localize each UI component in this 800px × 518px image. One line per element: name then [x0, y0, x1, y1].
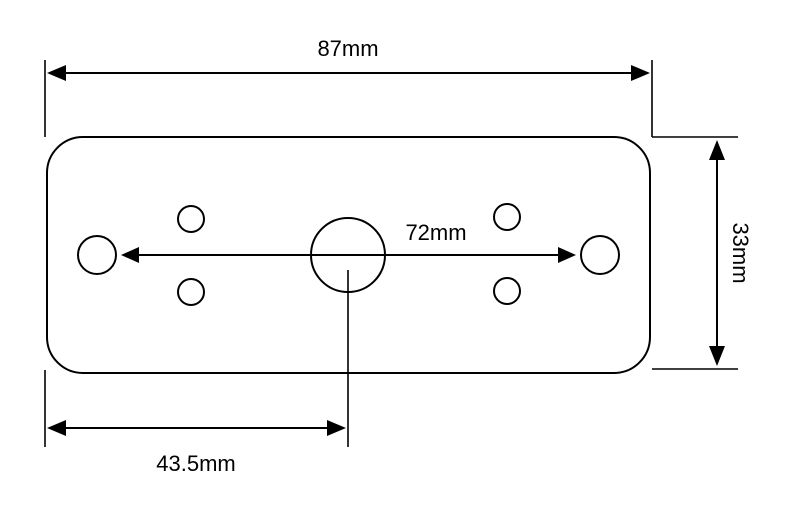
overall-width-label: 87mm [317, 36, 378, 61]
small-hole-top-right [493, 203, 521, 231]
center-offset-right-arrow [327, 420, 346, 436]
height-bottom-arrow [709, 346, 725, 366]
hole-spacing-left-arrow [121, 247, 139, 263]
hole-spacing-right-arrow [558, 247, 576, 263]
center-offset-left-arrow [47, 420, 66, 436]
small-hole-bottom-right [493, 277, 521, 305]
height-label: 33mm [728, 222, 753, 283]
left-mounting-hole [77, 235, 117, 275]
right-mounting-hole [580, 235, 620, 275]
overall-width-right-arrow [631, 65, 650, 81]
height-top-arrow [709, 140, 725, 160]
overall-width-left-arrow [47, 65, 66, 81]
center-offset-label: 43.5mm [156, 451, 235, 476]
hole-spacing-label: 72mm [405, 220, 466, 245]
small-hole-bottom-left [177, 278, 205, 306]
small-hole-top-left [177, 205, 205, 233]
